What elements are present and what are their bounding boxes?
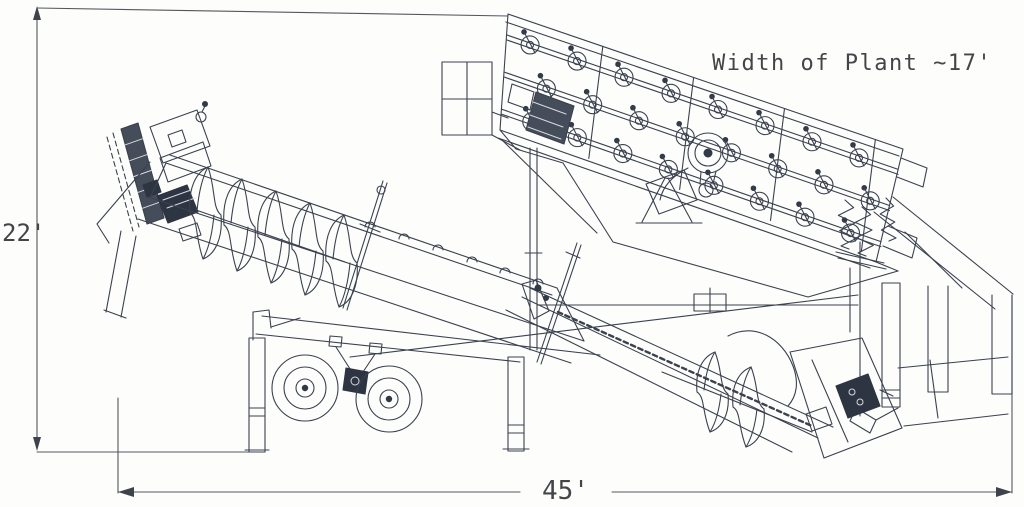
motor-a-frame [635, 177, 703, 224]
wheel [271, 354, 339, 422]
sand-screw [96, 101, 585, 364]
discharge-lip-upper [896, 157, 928, 188]
screw-trough [137, 154, 585, 364]
width-of-plant-note: Width of Plant ~17' [712, 51, 992, 76]
back-plate-hatch [124, 138, 161, 209]
support-leg-b [991, 294, 1013, 395]
length-dimension: 45' [117, 294, 1013, 506]
axle-equalizer [342, 367, 369, 395]
lower-screw-conveyor [505, 279, 1009, 459]
rear-frame-diagonal [349, 294, 859, 358]
arrowhead-left [118, 487, 134, 497]
screw-left-edge [96, 161, 151, 244]
discharge-hood [727, 330, 797, 407]
screw-front-support [103, 230, 137, 319]
under-screen-hopper [501, 139, 899, 365]
right-support-frame [873, 196, 1014, 395]
deck-coil-springs [837, 197, 897, 257]
arrowhead-down [33, 437, 41, 451]
spring-hanger-tab [328, 335, 343, 348]
deck-bottom-double [497, 137, 871, 269]
raised-jack-leg [536, 242, 582, 365]
top-extension-line [36, 7, 509, 17]
chassis-top-beam [261, 315, 601, 356]
flywheel [687, 132, 729, 174]
conveyor-bearing [805, 406, 833, 432]
front-support-post [524, 147, 543, 351]
diagonal-brace [501, 139, 598, 234]
motor-block [645, 169, 698, 215]
front-landing-leg [248, 337, 266, 453]
drive-pulley [698, 182, 714, 198]
feed-chute-edge [499, 129, 564, 164]
feed-box-small [507, 83, 535, 111]
discharge-chute [789, 337, 903, 459]
conveyor-spiral-flights [696, 351, 765, 448]
hopper-outline [562, 162, 899, 298]
height-dimension: 22' [2, 6, 509, 453]
screw-spiral-flights [189, 166, 358, 308]
feed-walkway-railing [441, 61, 521, 151]
arrowhead-right [996, 487, 1012, 497]
rear-landing-leg [507, 356, 525, 452]
discharge-lip-lower [882, 225, 918, 259]
rear-band [897, 356, 1009, 427]
screen-deck [441, 13, 928, 270]
trailer-chassis [244, 241, 901, 453]
trough-access-hole [178, 222, 202, 242]
vibrator-drive [635, 132, 729, 224]
wheel [355, 365, 423, 433]
trough-chain-edge [556, 310, 814, 428]
screw-rear-jack [342, 180, 388, 311]
deck-top-rail-double [505, 21, 900, 157]
length-dimension-label: 45' [542, 476, 589, 506]
arrowhead-up [33, 6, 41, 20]
spring-hanger-tab [368, 342, 383, 355]
conveyor-drive-motor [835, 373, 881, 419]
support-leg-a [927, 285, 949, 393]
feed-box [525, 91, 575, 145]
conveyor-head-plate [521, 279, 550, 320]
dimension-annotations: 22' 45' Width of Plant ~17' [2, 6, 1013, 506]
height-dimension-label: 22' [2, 219, 45, 247]
chassis-front-step [252, 309, 272, 329]
screw-gearbox [149, 101, 212, 183]
